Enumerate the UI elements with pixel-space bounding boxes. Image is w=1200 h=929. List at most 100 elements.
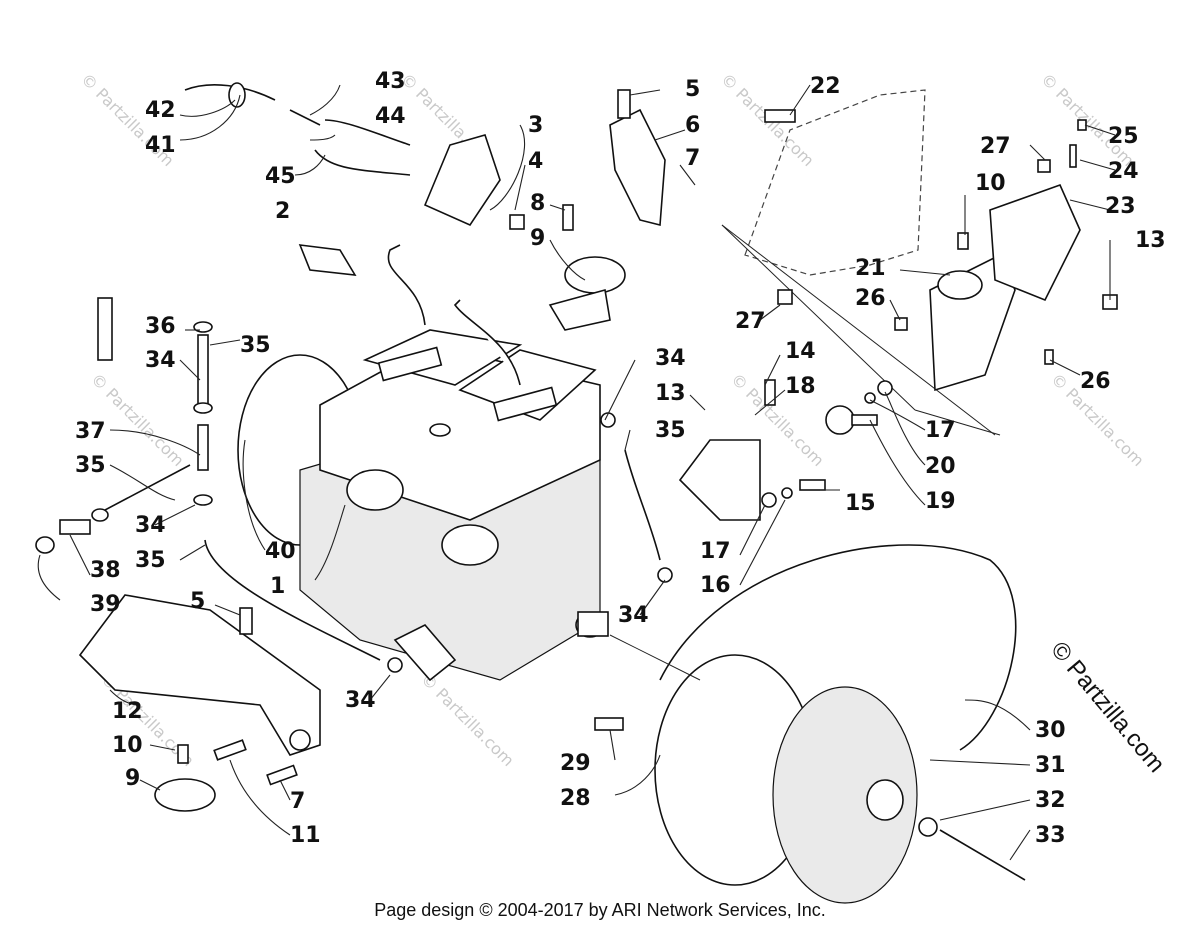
detail-boundary-line [721,224,916,411]
cap [1077,119,1087,131]
callout-label: 35 [655,418,686,443]
callout-label: 14 [785,339,816,364]
washer [877,380,893,396]
clutch-bolt [939,829,1026,881]
nut [1037,159,1051,173]
spring [97,297,113,361]
clip [509,214,525,230]
bolt [617,89,631,119]
callout-label: 35 [240,333,271,358]
bolt [266,764,298,786]
callout-label: 26 [855,286,886,311]
hose-clamp [228,82,246,108]
callout-label: 12 [112,699,143,724]
bracket [678,439,761,521]
hose [324,119,411,146]
cylinder-head-left [362,329,523,386]
head-badge-left [377,346,443,382]
callout-label: 39 [90,592,121,617]
callout-label: 13 [655,381,686,406]
mount-hole [289,729,311,751]
watermark: © Partzilla.com [417,669,518,770]
clamp [193,402,213,414]
callout-label: 15 [845,491,876,516]
washer [91,508,109,522]
callout-label: 25 [1108,124,1139,149]
stud [1069,144,1077,168]
callout-label: 41 [145,133,176,158]
callout-label: 27 [735,309,766,334]
callout-label: 7 [685,146,700,171]
clamp [387,657,403,673]
damper [825,405,855,435]
head-badge-right [492,386,558,422]
callout-label: 35 [75,453,106,478]
callout-label: 35 [135,548,166,573]
callout-label: 8 [530,191,545,216]
copyright-footer: Page design © 2004-2017 by ARI Network S… [374,900,826,920]
decal [298,244,357,276]
callout-label: 11 [290,823,321,848]
callout-label: 9 [125,766,140,791]
leader-lines [37,84,1116,861]
mount-plate [548,288,611,331]
callout-label: 17 [700,539,731,564]
subframe-plate-outline [744,89,926,276]
tube [197,334,209,406]
washer [761,492,777,508]
bolt [894,317,908,331]
callout-label: 45 [265,164,296,189]
engine-mount-plate-front [78,594,321,756]
bolt [213,739,247,761]
watermark: © Partzilla.com [1037,69,1138,170]
lock-washer [781,487,793,499]
cap-nut [35,536,55,554]
bolt [177,744,189,764]
callout-label: 27 [980,134,1011,159]
callout-label: 31 [1035,753,1066,778]
bolt [764,109,796,123]
clutch-center [866,779,904,821]
callout-label: 1 [270,574,285,599]
callout-label: 21 [855,256,886,281]
callout-label: 44 [375,104,406,129]
callout-label: 20 [925,454,956,479]
engine-mount-plate [989,183,1081,302]
callout-label: 4 [528,149,543,174]
callout-label: 28 [560,786,591,811]
bolt [1044,349,1054,365]
callout-label: 24 [1108,159,1139,184]
hose [624,449,661,561]
clutch-sheave-moveable [772,686,918,904]
intake-port-right [441,524,499,566]
callout-label: 2 [275,199,290,224]
callout-label: 34 [618,603,649,628]
bolt [594,717,624,731]
callout-label: 34 [345,688,376,713]
clamp [429,423,451,437]
mount-bracket [609,108,666,227]
clamp [657,567,673,583]
crankshaft-shaft [577,611,609,637]
callout-label: 34 [145,348,176,373]
callout-label: 5 [685,77,700,102]
callout-label: 42 [145,98,176,123]
callout-label: 9 [530,226,545,251]
callout-labels: 1 2 3 4 5 5 6 7 7 8 9 9 10 10 11 12 13 1… [75,69,1166,848]
callout-label: 13 [1135,228,1166,253]
washer [918,817,938,837]
callout-label: 30 [1035,718,1066,743]
callout-label: 7 [290,789,305,814]
callout-label: 34 [655,346,686,371]
callout-label: 40 [265,539,296,564]
callout-label: 22 [810,74,841,99]
bolt [957,232,969,250]
bolt [764,379,776,406]
oil-pump [393,624,457,682]
fitting [289,109,321,126]
callout-label: 6 [685,113,700,138]
lock-washer [864,392,876,404]
callout-label: 18 [785,374,816,399]
spark-plug-wire-left [387,244,426,326]
callout-label: 34 [135,513,166,538]
